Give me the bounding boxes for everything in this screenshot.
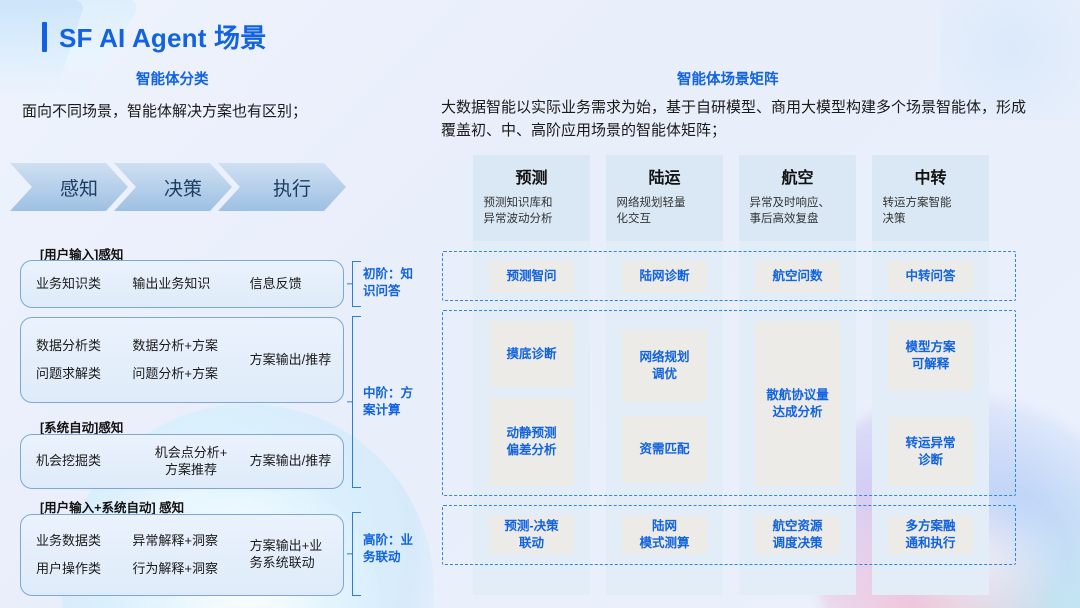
left-section-title: 智能体分类	[136, 72, 209, 88]
stage-label-intermediate: 中阶：方 案计算	[363, 386, 414, 417]
right-intro-text: 大数据智能以实际业务需求为始，基于自研模型、商用大模型构建多个场景智能体，形成覆…	[441, 99, 1027, 140]
capability-cell: 业务数据类	[36, 532, 102, 548]
page-title: SF AI Agent 场景	[59, 23, 267, 53]
capability-cell: 问题分析+方案	[132, 365, 218, 381]
stage-bracket-advanced	[352, 512, 361, 596]
matrix-column-header-air: 航空 异常及时响应、 事后高效复盘	[739, 155, 856, 241]
scenario-chip[interactable]: 预测智问	[489, 261, 574, 292]
matrix-tier-advanced	[442, 505, 1016, 565]
capability-cell: 业务知识类	[36, 275, 102, 291]
scenario-chip[interactable]: 航空资源 调度决策	[755, 516, 840, 554]
left-intro-text: 面向不同场景，智能体解决方案也有区别；	[22, 103, 308, 120]
matrix-column-desc: 异常及时响应、 事后高效复盘	[749, 197, 831, 226]
stage-bracket-basic	[352, 261, 361, 307]
group-label-user-input: [用户输入]感知	[40, 248, 124, 262]
stage-bracket-intermediate	[352, 316, 361, 488]
matrix-column-header-transfer: 中转 转运方案智能 决策	[872, 155, 989, 241]
agent-flow-chevrons: 感知 决策 执行	[20, 163, 346, 211]
capability-cell: 信息反馈	[249, 275, 302, 291]
matrix-column-desc: 预测知识库和 异常波动分析	[483, 197, 553, 226]
capability-cell: 机会点分析+ 方案推荐	[154, 444, 228, 477]
capability-box-business-linkage[interactable]: 业务数据类 用户操作类 异常解释+洞察 行为解释+洞察 方案输出+业 务系统联动	[20, 514, 344, 596]
scenario-chip[interactable]: 转运异常 诊断	[888, 417, 973, 486]
capability-box-knowledge[interactable]: 业务知识类 输出业务知识 信息反馈	[20, 260, 344, 308]
matrix-column-name: 航空	[781, 170, 814, 187]
scenario-chip[interactable]: 动静预测 偏差分析	[489, 398, 574, 486]
matrix-column-name: 预测	[515, 170, 548, 187]
capability-box-opportunity[interactable]: 机会挖掘类 机会点分析+ 方案推荐 方案输出/推荐	[20, 434, 344, 489]
flow-step-label: 感知	[59, 178, 98, 200]
scenario-matrix: 预测 预测知识库和 异常波动分析 陆运 网络规划轻量 化交互 航空 异常及时响应…	[441, 155, 1021, 595]
matrix-column-name: 中转	[914, 170, 947, 187]
matrix-tier-intermediate	[442, 310, 1016, 496]
matrix-column-desc: 网络规划轻量 化交互	[616, 197, 686, 226]
stage-label-basic: 初阶：知 识问答	[363, 267, 414, 298]
scenario-chip[interactable]: 网络规划 调优	[622, 330, 707, 402]
scenario-chip[interactable]: 中转问答	[888, 261, 973, 292]
matrix-tier-basic	[442, 251, 1016, 301]
flow-step-execute[interactable]: 执行	[218, 163, 346, 211]
capability-cell: 问题求解类	[36, 365, 102, 381]
scenario-chip[interactable]: 资需匹配	[622, 416, 707, 483]
capability-cell: 用户操作类	[36, 560, 102, 576]
capability-cell: 方案输出/推荐	[249, 453, 332, 469]
stage-label-advanced: 高阶：业 务联动	[363, 533, 414, 564]
capability-cell: 机会挖掘类	[36, 453, 102, 469]
flow-step-label: 执行	[272, 178, 311, 200]
scenario-chip[interactable]: 摸底诊断	[489, 321, 574, 387]
flow-step-perceive[interactable]: 感知	[10, 163, 128, 211]
capability-box-analysis[interactable]: 数据分析类 问题求解类 数据分析+方案 问题分析+方案 方案输出/推荐	[20, 317, 344, 403]
group-label-combined: [用户输入+系统自动] 感知	[40, 501, 185, 515]
matrix-column-header-ground: 陆运 网络规划轻量 化交互	[606, 155, 723, 241]
capability-cell: 数据分析类	[36, 337, 102, 353]
capability-cell: 方案输出+业 务系统联动	[249, 538, 323, 570]
matrix-column-desc: 转运方案智能 决策	[882, 197, 952, 226]
capability-cell: 行为解释+洞察	[132, 560, 218, 576]
scenario-chip[interactable]: 多方案融 通和执行	[888, 516, 973, 554]
matrix-column-header-forecast: 预测 预测知识库和 异常波动分析	[473, 155, 590, 241]
scenario-chip[interactable]: 散航协议量 达成分析	[755, 321, 840, 486]
scenario-chip[interactable]: 预测-决策 联动	[489, 516, 574, 554]
page-header: SF AI Agent 场景	[42, 18, 266, 55]
header-accent-bar	[42, 21, 47, 52]
right-section-title: 智能体场景矩阵	[677, 72, 779, 88]
scenario-chip[interactable]: 模型方案 可解释	[888, 321, 973, 391]
scenario-chip[interactable]: 航空问数	[755, 261, 840, 292]
scenario-chip[interactable]: 陆网诊断	[622, 261, 707, 292]
capability-cell: 数据分析+方案	[132, 337, 218, 353]
group-label-system-auto: [系统自动]感知	[40, 421, 124, 435]
scenario-chip[interactable]: 陆网 模式测算	[622, 516, 707, 554]
matrix-column-name: 陆运	[648, 170, 681, 187]
flow-step-label: 决策	[163, 178, 202, 200]
flow-step-decide[interactable]: 决策	[114, 163, 232, 211]
capability-cell: 输出业务知识	[132, 275, 211, 291]
capability-cell: 方案输出/推荐	[249, 351, 332, 367]
capability-cell: 异常解释+洞察	[132, 532, 218, 548]
